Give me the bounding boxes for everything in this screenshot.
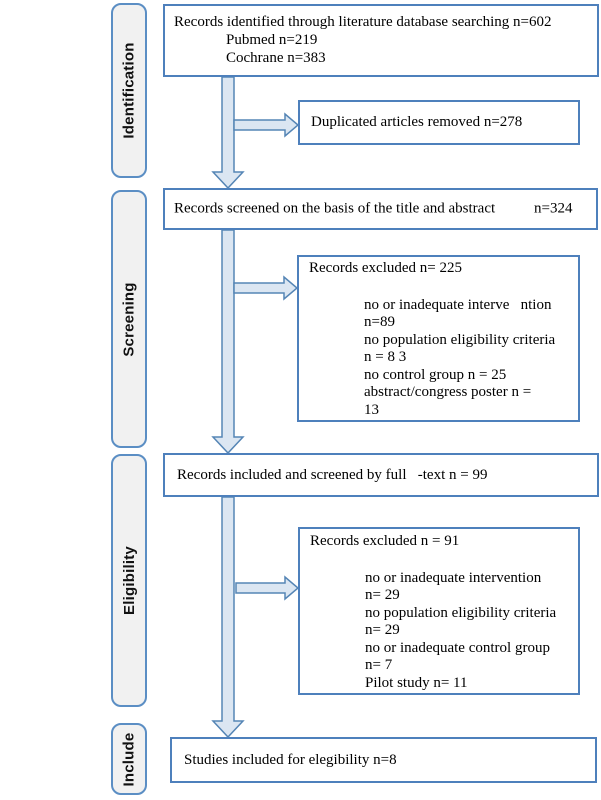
records-screened-count: n=324	[534, 200, 573, 217]
studies-included-text: Studies included for elegibility n=8	[184, 751, 397, 768]
box-fulltext-screened: Records included and screened by full -t…	[163, 453, 599, 497]
arrow-right-screening-excluded-icon	[233, 275, 299, 301]
screening-excluded-list: no or inadequate interve ntion n=89 no p…	[364, 297, 570, 420]
box-records-identified: Records identified through literature da…	[163, 4, 599, 77]
eligibility-excluded-reason: no or inadequate intervention	[365, 569, 542, 586]
box-records-screened: Records screened on the basis of the tit…	[163, 188, 598, 230]
eligibility-excluded-reason: Pilot study n= 11	[365, 674, 468, 691]
stage-include: Include	[111, 723, 147, 795]
box-eligibility-excluded: Records excluded n = 91 no or inadequate…	[298, 527, 580, 695]
eligibility-excluded-reason: no or inadequate control group	[365, 639, 550, 656]
eligibility-excluded-reason: n= 7	[365, 657, 393, 673]
stage-screening: Screening	[111, 190, 147, 448]
stage-eligibility-label: Eligibility	[120, 546, 138, 615]
eligibility-excluded-reason: n= 29	[365, 622, 400, 638]
screening-excluded-reason: abstract/congress poster n =	[364, 384, 532, 400]
box-duplicates-removed: Duplicated articles removed n=278	[298, 100, 580, 145]
box-studies-included: Studies included for elegibility n=8	[170, 737, 597, 783]
eligibility-excluded-reason: n= 29	[365, 587, 400, 603]
eligibility-excluded-reason: no population eligibility criteria	[365, 604, 557, 621]
eligibility-excluded-list: no or inadequate intervention n= 29 no p…	[365, 570, 570, 693]
arrow-right-duplicates-icon	[233, 112, 300, 138]
records-identified-pubmed: Pubmed n=219	[226, 32, 318, 48]
stage-include-label: Include	[120, 732, 138, 786]
screening-excluded-reason: n = 8 3	[364, 349, 407, 365]
arrow-down-screening-icon	[211, 229, 245, 455]
screening-excluded-reason: no or inadequate interve ntion	[364, 296, 552, 313]
stage-identification-label: Identification	[120, 42, 138, 139]
duplicates-removed-text: Duplicated articles removed n=278	[311, 114, 523, 130]
stage-screening-label: Screening	[120, 281, 138, 357]
box-screening-excluded: Records excluded n= 225 no or inadequate…	[297, 255, 580, 422]
records-screened-text: Records screened on the basis of the tit…	[174, 200, 496, 217]
screening-excluded-title: Records excluded n= 225	[309, 260, 463, 276]
arrow-down-eligibility-icon	[211, 496, 245, 739]
stage-eligibility: Eligibility	[111, 454, 147, 707]
screening-excluded-reason: no control group n = 25	[364, 366, 507, 383]
screening-excluded-reason: 13	[364, 401, 379, 418]
arrow-down-identification-icon	[211, 76, 245, 190]
eligibility-excluded-title: Records excluded n = 91	[310, 533, 460, 549]
fulltext-screened-text: Records included and screened by full -t…	[177, 466, 488, 483]
records-identified-cochrane: Cochrane n=383	[226, 50, 326, 66]
stage-identification: Identification	[111, 3, 147, 178]
records-identified-text: Records identified through literature da…	[174, 14, 552, 30]
screening-excluded-reason: no population eligibility criteria	[364, 331, 556, 348]
arrow-right-eligibility-excluded-icon	[235, 575, 300, 601]
screening-excluded-reason: n=89	[364, 314, 395, 330]
